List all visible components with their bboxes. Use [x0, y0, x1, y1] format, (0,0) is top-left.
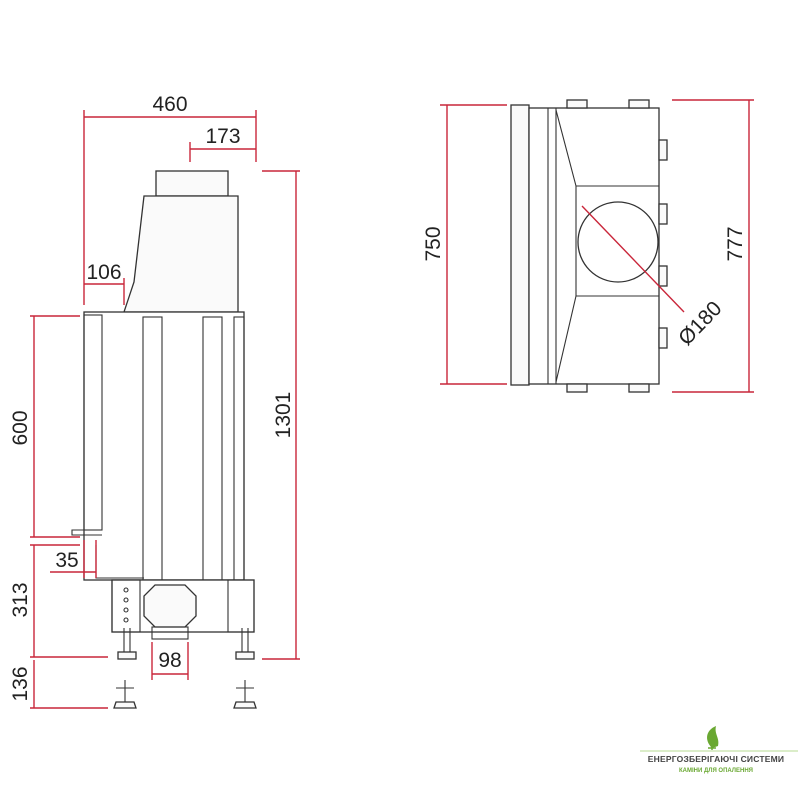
air-inlet-spigot — [151, 626, 189, 640]
plan-lug — [658, 327, 668, 349]
flue-collar — [155, 170, 229, 197]
logo-name: ЕНЕРГОЗБЕРІГАЮЧІ СИСТЕМИ — [648, 754, 784, 764]
base-hole — [123, 597, 129, 603]
front-dimensions: 460 173 106 1301 600 35 313 136 — [9, 93, 300, 709]
leg-right-foot — [235, 651, 255, 660]
firebox-body — [83, 311, 245, 581]
leg-left — [123, 628, 131, 652]
dim-diameter: Ø180 — [674, 297, 726, 350]
leg-left-foot — [117, 651, 137, 660]
front-elevation — [71, 170, 257, 709]
dim-136: 136 — [9, 666, 32, 701]
adjustable-foot-left — [113, 680, 137, 709]
dim-173: 173 — [205, 125, 240, 148]
company-logo: ЕНЕРГОЗБЕРІГАЮЧІ СИСТЕМИ КАМІНИ ДЛЯ ОПАЛ… — [640, 726, 798, 774]
dim-1301: 1301 — [272, 392, 295, 439]
leg-right — [241, 628, 249, 652]
base-right-panel — [227, 579, 255, 633]
dim-600: 600 — [9, 410, 32, 445]
plan-lug — [658, 265, 668, 287]
plan-lug — [628, 383, 650, 393]
dim-460: 460 — [152, 93, 187, 116]
upper-hood — [123, 195, 239, 313]
dim-98: 98 — [158, 649, 181, 672]
dim-106: 106 — [86, 261, 121, 284]
adjustable-foot-right — [233, 680, 257, 709]
logo-tagline: КАМІНИ ДЛЯ ОПАЛЕННЯ — [679, 768, 753, 774]
plan-front-frame — [510, 104, 530, 386]
leaf-icon — [707, 726, 719, 748]
base-left-panel — [111, 579, 141, 633]
dim-777: 777 — [724, 226, 747, 261]
base-hole — [123, 617, 129, 623]
base-hole — [123, 587, 129, 593]
plan-lug — [658, 203, 668, 225]
diameter-leader — [581, 205, 685, 313]
front-frame — [83, 314, 103, 531]
plan-inner-wall — [547, 108, 557, 384]
plan-view — [510, 99, 668, 393]
plan-lug — [658, 139, 668, 161]
front-lip — [71, 529, 102, 536]
plan-lug — [566, 383, 588, 393]
dim-313: 313 — [9, 582, 32, 617]
plan-lug — [566, 99, 588, 109]
dim-750: 750 — [422, 226, 445, 261]
dim-35: 35 — [55, 549, 78, 572]
plan-lug — [628, 99, 650, 109]
air-inlet — [143, 584, 197, 628]
base-hole — [123, 607, 129, 613]
